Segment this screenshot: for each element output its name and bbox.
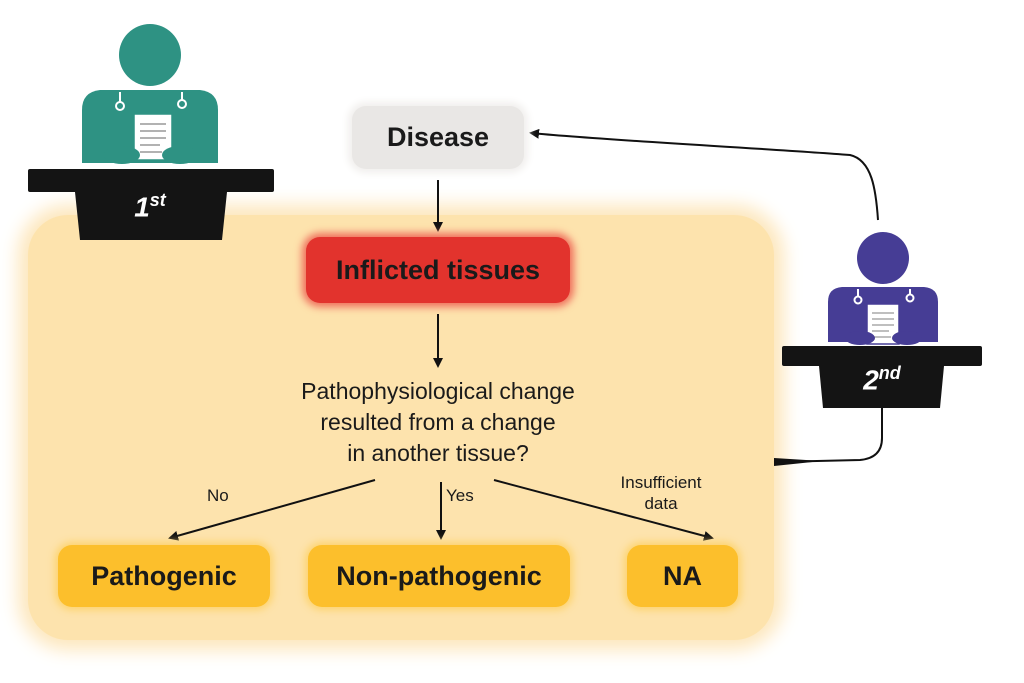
arrow-insufficient: [493, 479, 714, 541]
edge-label-yes: Yes: [446, 486, 474, 505]
arrow-no: [168, 479, 376, 541]
first-annotator-label: 1st: [134, 190, 166, 223]
edge-label-no: No: [207, 486, 229, 505]
disease-node: Disease: [352, 106, 524, 169]
arrow-second-to-disease: [529, 128, 879, 221]
desk-top: [782, 346, 982, 366]
feedback-wedge: [774, 458, 822, 466]
desk-body: [75, 192, 227, 240]
decision-question: Pathophysiological change resulted from …: [301, 378, 575, 466]
desk-body: [819, 366, 944, 408]
desk-top: [28, 169, 274, 192]
inflicted-tissues-node: Inflicted tissues: [306, 237, 570, 303]
second-annotator-label: 2nd: [863, 363, 901, 396]
feedback-line: [773, 408, 883, 463]
outcome-non-pathogenic: Non-pathogenic: [308, 545, 570, 607]
outcome-na: NA: [627, 545, 738, 607]
outcome-pathogenic: Pathogenic: [58, 545, 270, 607]
edge-label-insufficient: Insufficient data: [620, 473, 702, 513]
stethoscope-icon: [119, 92, 183, 102]
